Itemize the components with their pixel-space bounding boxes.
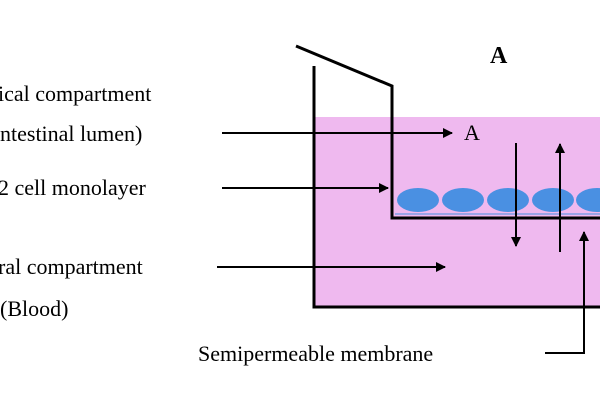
apical-marker: A <box>464 120 480 145</box>
cell <box>442 188 484 212</box>
outer-well-outline <box>312 66 600 309</box>
cell-monolayer <box>397 188 600 212</box>
membrane-callout-line <box>545 231 589 354</box>
cell <box>576 188 600 212</box>
membrane-label: Semipermeable membrane <box>198 341 433 366</box>
basolateral-label-line2: (Blood) <box>0 296 68 321</box>
basolateral-compartment <box>314 117 600 307</box>
panel-letter: A <box>490 43 508 69</box>
monolayer-label: 2 cell monolayer <box>0 175 147 200</box>
cell <box>487 188 529 212</box>
basolateral-label-line1: ral compartment <box>0 254 143 279</box>
insert-outline <box>295 44 600 220</box>
cell <box>397 188 439 212</box>
apical-label-line2: ntestinal lumen) <box>0 121 142 146</box>
cell <box>532 188 574 212</box>
apical-label-line1: ical compartment <box>0 81 151 106</box>
